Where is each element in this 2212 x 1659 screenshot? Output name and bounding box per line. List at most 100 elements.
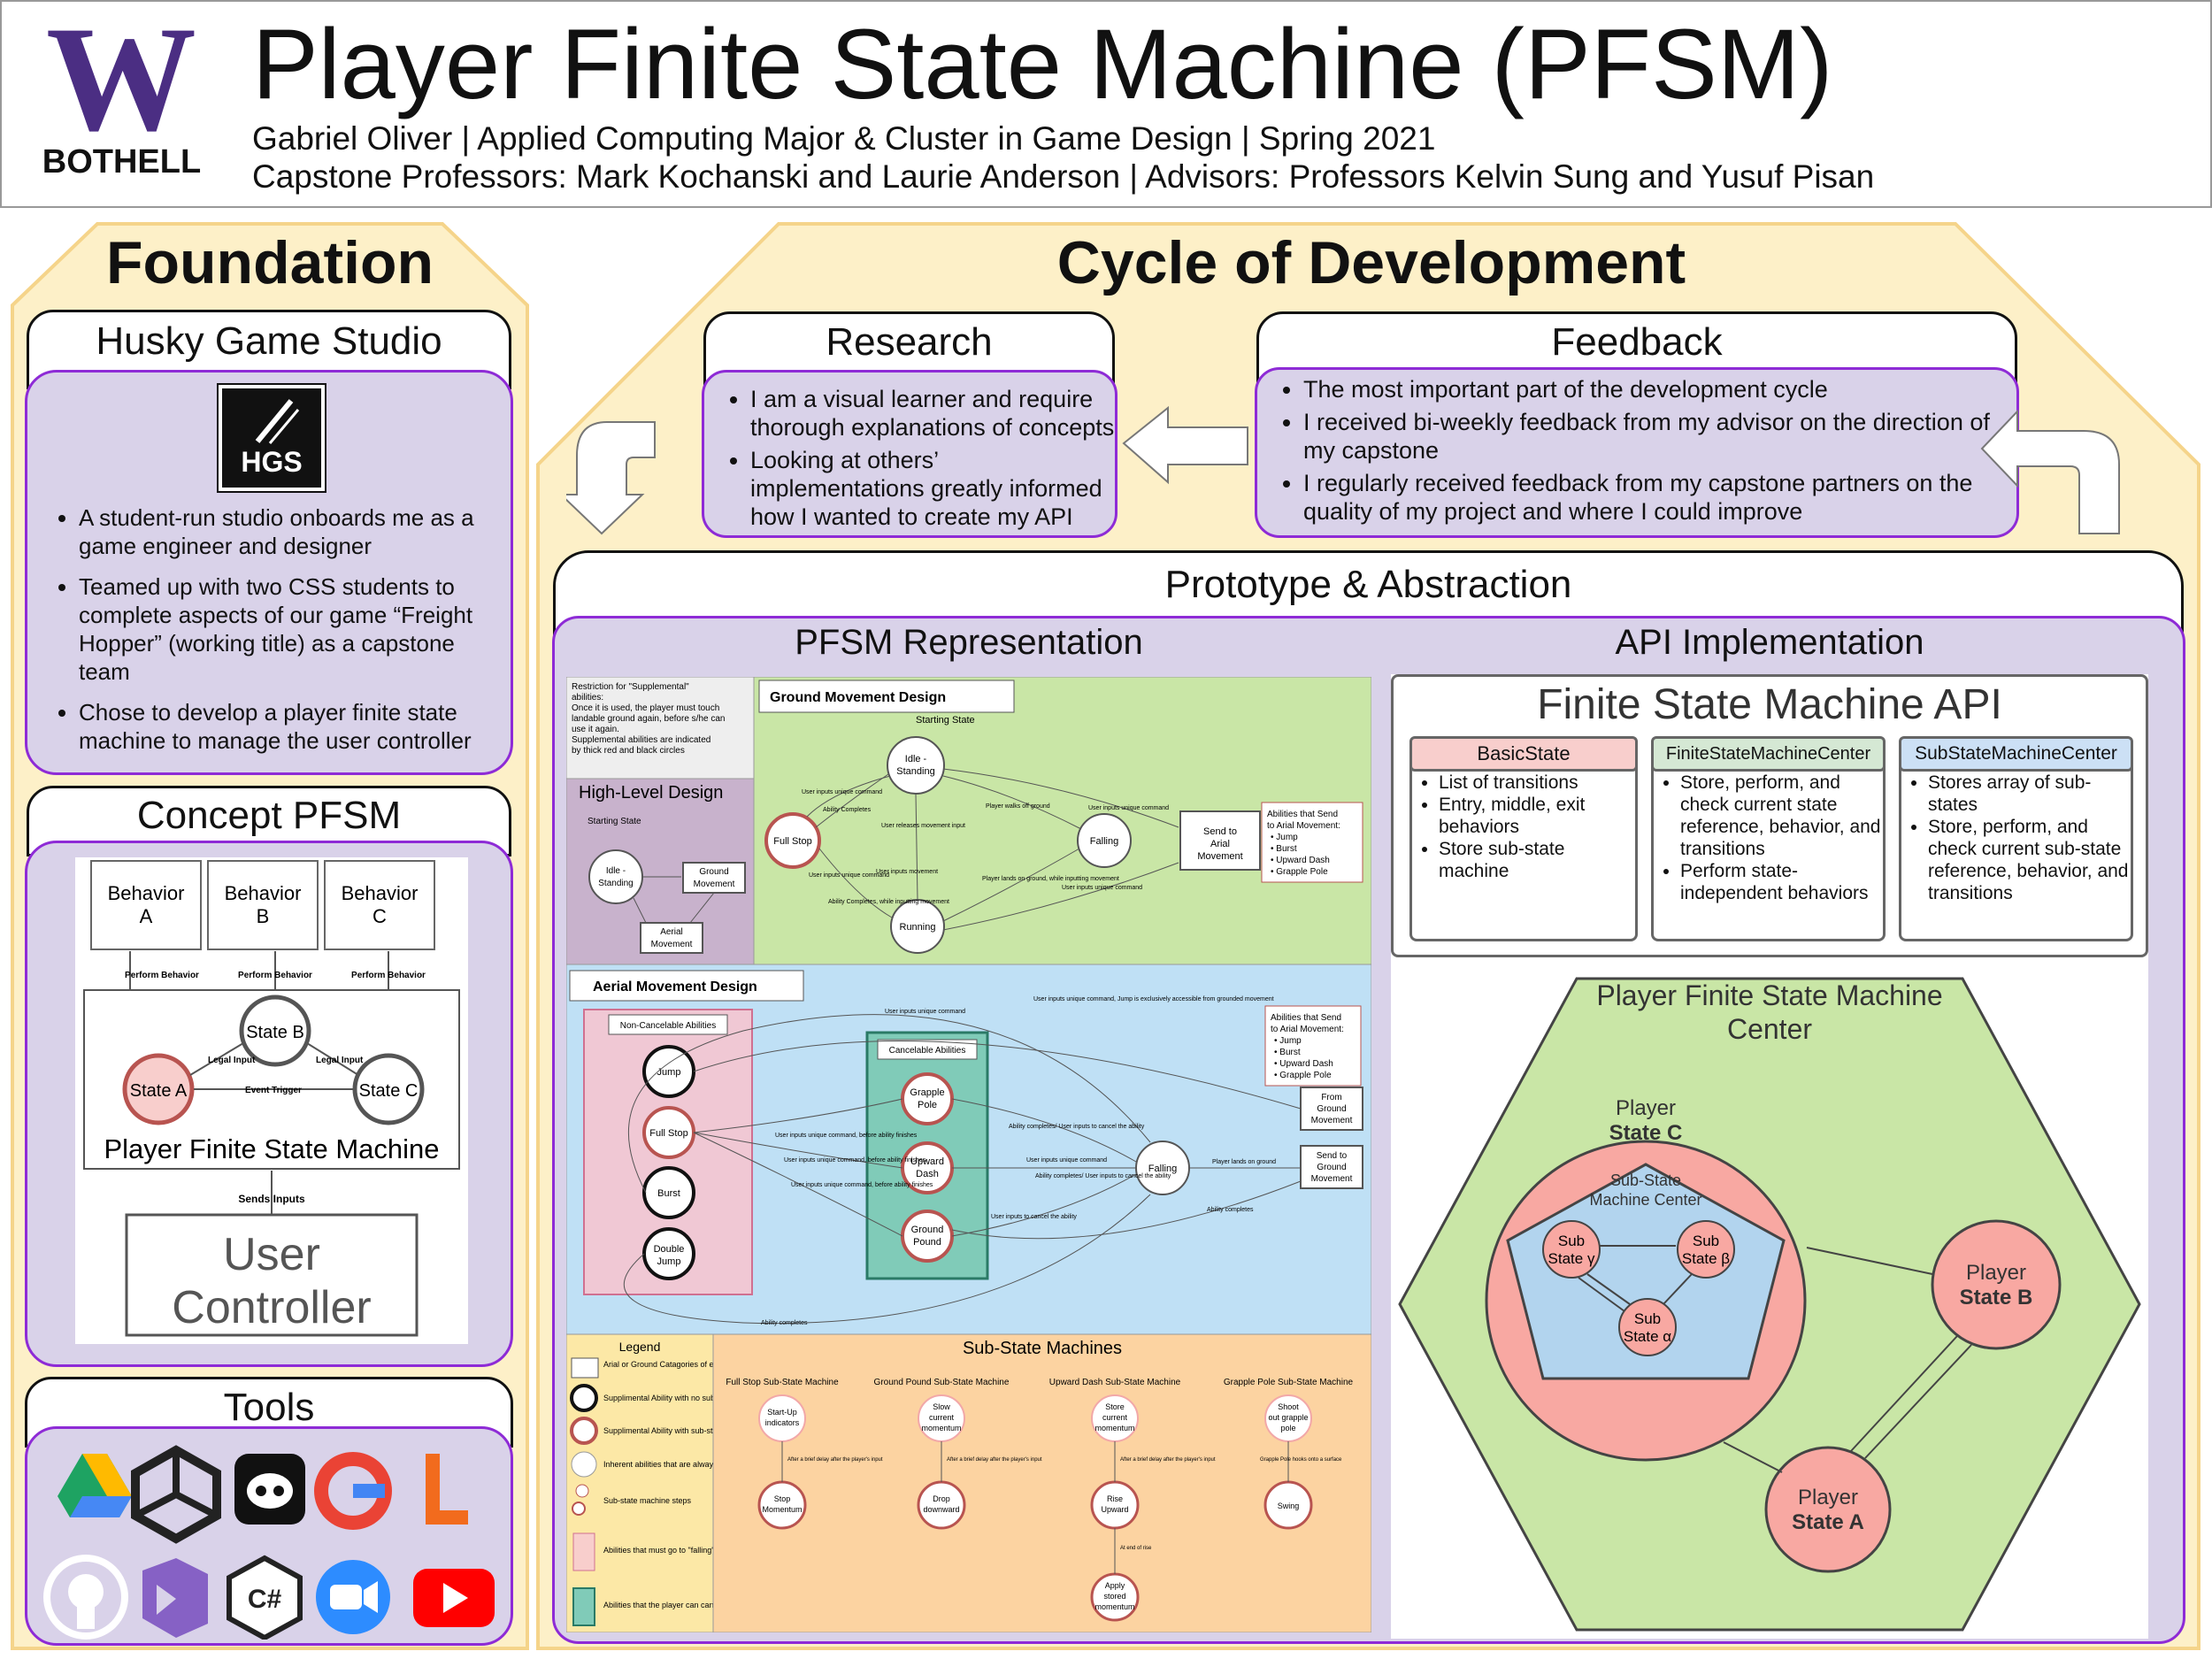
github-icon xyxy=(43,1555,128,1640)
lucidchart-icon xyxy=(426,1454,468,1525)
ground-idle-l1: Idle - xyxy=(905,754,927,764)
state-b-label: State B xyxy=(246,1023,304,1042)
hl-aerial-l1: Aerial xyxy=(660,927,683,937)
class-items: Store, perform, and check current state … xyxy=(1654,772,1883,904)
substate-edge-label: After a brief delay after the player's i… xyxy=(947,1457,1042,1463)
sub-y-l1: Sub xyxy=(1558,1233,1585,1249)
substep-l2: indicators xyxy=(765,1418,800,1427)
poster-title: Player Finite State Machine (PFSM) xyxy=(252,9,1833,119)
cycle-arrows xyxy=(566,405,2120,535)
api-title: Finite State Machine API xyxy=(1537,681,2002,728)
ground-edge-label: Ability Completes, while inputting movem… xyxy=(828,899,949,905)
aerial-abilities-l1: Abilities that Send xyxy=(1271,1013,1341,1023)
ground-edge-label: User inputs movement xyxy=(876,869,938,875)
ground-edge-label: Player lands on ground, while inputting … xyxy=(982,876,1119,882)
aerial-dash-l1: Upward xyxy=(910,1156,944,1167)
high-level-starting: Starting State xyxy=(588,817,641,826)
substep-l1: Slow xyxy=(933,1402,950,1411)
aerial-burst: Burst xyxy=(657,1188,680,1199)
substep-l1: Stop xyxy=(774,1494,791,1503)
ground-abilities-l1: Abilities that Send xyxy=(1267,810,1338,819)
aerial-abilities-l6: • Grapple Pole xyxy=(1274,1071,1332,1080)
concept-card: Behavior A Behavior B Behavior C Perform… xyxy=(25,841,513,1367)
hl-ground-l1: Ground xyxy=(699,867,728,877)
ground-edge-label: Player walks off ground xyxy=(986,803,1050,810)
from-ground-l1: From xyxy=(1321,1093,1341,1102)
restriction-line: landable ground again, before s/he can xyxy=(572,714,725,724)
state-a-l1: Player xyxy=(1798,1486,1858,1509)
aerial-edge-label: Ability completes/ User inputs to cancel… xyxy=(1035,1173,1171,1179)
state-b-l2: State B xyxy=(1960,1286,2033,1310)
ground-running: Running xyxy=(900,922,936,933)
substep-l1: Apply xyxy=(1105,1581,1125,1590)
api-heading: API Implementation xyxy=(1615,623,1924,662)
state-c-l2: State C xyxy=(1609,1121,1683,1145)
behavior-c-line1: Behavior xyxy=(342,882,419,904)
author-line: Gabriel Oliver | Applied Computing Major… xyxy=(252,120,1436,157)
controller-line1: User xyxy=(223,1229,320,1280)
sub-b-l2: State β xyxy=(1682,1250,1730,1267)
substep-l1: Drop xyxy=(933,1494,950,1503)
substep-l2: current xyxy=(1102,1413,1128,1422)
restriction-note: Restriction for "Supplemental"abilities:… xyxy=(572,682,725,756)
aerial-abilities-l2: to Arial Movement: xyxy=(1271,1025,1344,1034)
ground-full-stop: Full Stop xyxy=(773,836,811,847)
hl-idle-l1: Idle - xyxy=(606,866,626,876)
substep-l1: Rise xyxy=(1107,1494,1123,1503)
substate-machine-name: Full Stop Sub-State Machine xyxy=(726,1378,839,1387)
substep-l1: Store xyxy=(1105,1402,1125,1411)
header xyxy=(0,0,2212,208)
ground-edge-label: User inputs unique command xyxy=(1088,805,1169,811)
class-name: FiniteStateMachineCenter xyxy=(1651,736,1886,772)
google-icon xyxy=(314,1452,392,1530)
sub-b-l1: Sub xyxy=(1693,1233,1719,1249)
ground-send-l3: Movement xyxy=(1197,851,1242,862)
substep-l3: pole xyxy=(1280,1424,1295,1432)
ground-abilities-l2: to Arial Movement: xyxy=(1267,821,1340,831)
aerial-grapple-l1: Grapple xyxy=(910,1087,944,1098)
substep-l2: current xyxy=(929,1413,955,1422)
research-card: I am a visual learner and require thorou… xyxy=(702,370,1118,538)
class-name: SubStateMachineCenter xyxy=(1899,736,2133,772)
tools-grid: C# xyxy=(43,1445,495,1640)
substep-l1: Swing xyxy=(1278,1502,1300,1510)
substep-l2: out grapple xyxy=(1268,1413,1308,1422)
substates-title: Sub-State Machines xyxy=(963,1339,1122,1358)
substep-l2: stored xyxy=(1103,1592,1125,1601)
hgs-logo-text: HGS xyxy=(241,446,303,478)
class-item: Perform state-independent behaviors xyxy=(1680,860,1883,904)
ground-send-l2: Arial xyxy=(1210,839,1230,849)
feedback-bullet: I received bi-weekly feedback from my ad… xyxy=(1303,408,2016,465)
substep-l1: Shoot xyxy=(1278,1402,1299,1411)
non-cancel-title: Non-Cancelable Abilities xyxy=(620,1021,716,1031)
ground-abilities-l3: • Jump xyxy=(1271,833,1298,842)
legend-item: Supplimental Ability with no sub-state m… xyxy=(603,1394,767,1402)
legal-input-label: Legal Input xyxy=(208,1056,256,1065)
send-ground-l2: Ground xyxy=(1317,1163,1346,1172)
substep-l1: Start-Up xyxy=(767,1408,797,1417)
substate-machine-name: Ground Pound Sub-State Machine xyxy=(874,1378,1010,1387)
sub-center-l1: Sub-State xyxy=(1610,1171,1681,1189)
hgs-logo: HGS xyxy=(217,383,326,493)
foundation-title: Foundation xyxy=(105,229,434,296)
husky-bullet: A student-run studio onboards me as a ga… xyxy=(79,503,488,560)
zoom-icon xyxy=(316,1560,390,1634)
aerial-jump: Jump xyxy=(657,1067,681,1078)
feedback-card: The most important part of the developme… xyxy=(1255,367,2019,538)
state-a-l2: State A xyxy=(1792,1510,1864,1534)
research-bullet: Looking at others’ implementations great… xyxy=(750,446,1115,531)
class-item: Stores array of sub-states xyxy=(1928,772,2131,816)
concept-diagram: Behavior A Behavior B Behavior C Perform… xyxy=(75,857,468,1344)
sub-y-l2: State γ xyxy=(1548,1250,1595,1267)
aerial-double-l1: Double xyxy=(654,1244,685,1255)
aerial-edge-label: Ability completes xyxy=(1207,1207,1254,1213)
legend-item: Sub-state machine steps xyxy=(603,1496,692,1505)
pfsm-rep-heading: PFSM Representation xyxy=(795,623,1143,662)
legend-item: Inherent abilities that are always acces… xyxy=(603,1460,757,1469)
hl-ground-l2: Movement xyxy=(694,879,735,889)
restriction-line: abilities: xyxy=(572,693,603,703)
class-item: List of transitions xyxy=(1439,772,1635,794)
ground-edge-label: User inputs unique command xyxy=(809,872,889,879)
discord-icon xyxy=(234,1454,305,1525)
ground-edge-label: Ability Completes xyxy=(823,807,872,813)
